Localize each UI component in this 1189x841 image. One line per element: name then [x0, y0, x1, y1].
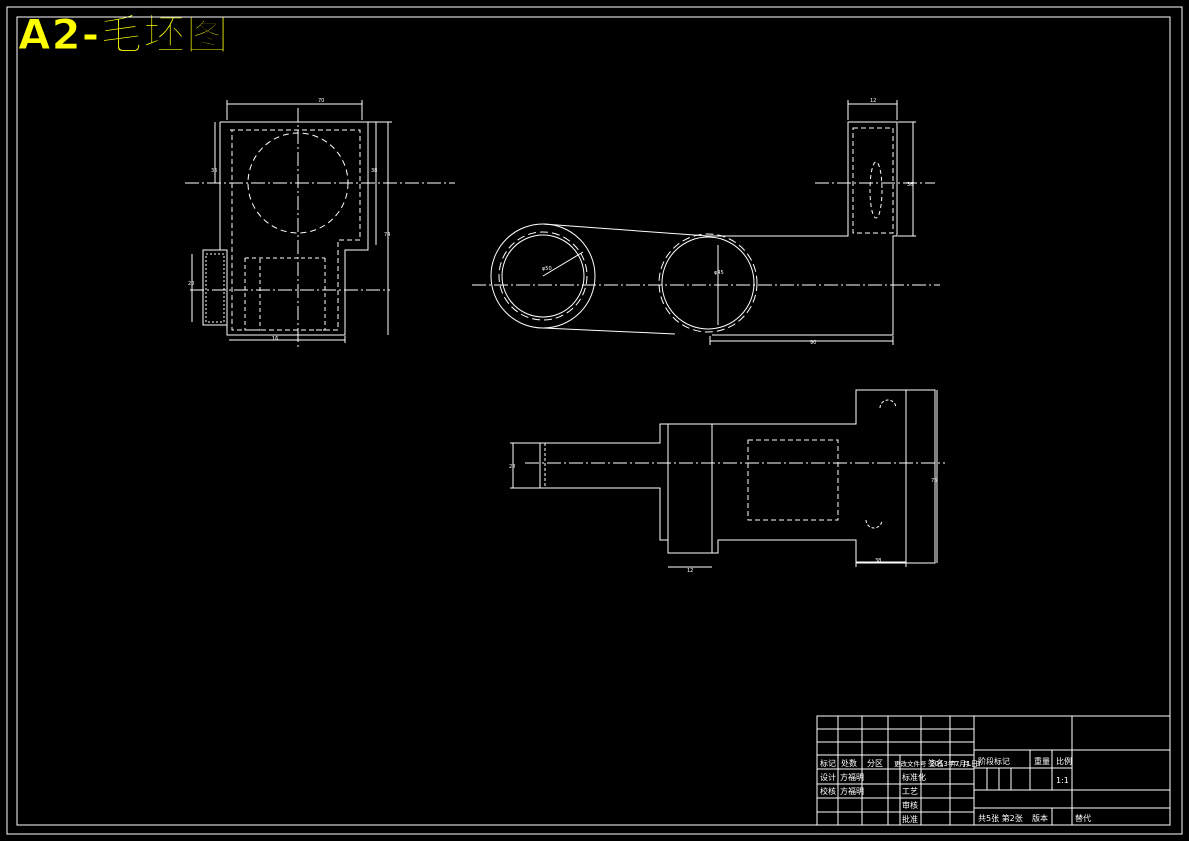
- tb-scale-value: 1:1: [1056, 776, 1069, 785]
- tb-replace: 替代: [1075, 813, 1091, 823]
- dim-38-side: 38: [875, 558, 881, 564]
- left-view-stub: [202, 249, 228, 326]
- tb-stage-mark: 阶段标记: [978, 756, 1010, 766]
- dim-20: 20: [188, 281, 194, 287]
- tb-zone: 分区: [867, 759, 883, 768]
- tb-designer: 方福明: [840, 772, 864, 782]
- side-view-pocket: [747, 439, 839, 521]
- dim-16: 16: [272, 336, 278, 342]
- tb-count: 处数: [841, 758, 857, 768]
- top-view: 12 φ50 φ45 36 90: [472, 98, 940, 346]
- dim-12-side: 12: [687, 568, 693, 574]
- dim-38: 38: [371, 168, 377, 174]
- title-block: 标记 处数 分区 更改文件号 签名 年、月、日 2013年7月1日 设计 方福明…: [816, 715, 1171, 826]
- arm-outline: [705, 121, 898, 336]
- right-boss-inner: [661, 236, 755, 330]
- side-view: 28 75 12 38: [509, 389, 945, 574]
- dim-36-top: 36: [907, 182, 913, 188]
- dim-phi50: φ50: [542, 266, 552, 272]
- dim-75: 75: [931, 478, 937, 484]
- tb-checker: 方福明: [840, 786, 864, 796]
- top-view-block-hidden: [852, 127, 894, 234]
- drawing-title: A2-毛坯图: [17, 10, 230, 59]
- tb-ymd: 年、月、日: [951, 760, 981, 768]
- dim-74: 74: [384, 232, 390, 238]
- inner-frame: [16, 16, 1171, 826]
- dim-phi45: φ45: [714, 270, 724, 276]
- tb-review: 审核: [902, 800, 918, 810]
- tb-date: 2013年7月1日: [930, 759, 978, 768]
- tb-sheets: 共5张 第2张: [978, 813, 1023, 823]
- tb-approve: 批准: [902, 814, 918, 824]
- tb-check: 校核: [820, 786, 836, 796]
- tb-scale: 比例: [1056, 756, 1072, 766]
- tb-signature: 签名: [928, 758, 944, 768]
- left-boss-inner: [501, 234, 585, 318]
- tb-version: 版本: [1032, 813, 1048, 823]
- tb-design: 设计: [820, 772, 836, 782]
- left-view-outline: [219, 121, 369, 336]
- tb-standardize: 标准化: [902, 772, 926, 782]
- left-view: 70 36 38 74 20 16: [185, 98, 455, 350]
- tb-weight: 重量: [1034, 756, 1050, 766]
- dim-12-top: 12: [870, 98, 876, 104]
- left-view-hidden: [230, 129, 361, 331]
- dim-90: 90: [810, 340, 816, 346]
- tb-mark: 标记: [820, 758, 836, 768]
- dim-36: 36: [211, 168, 217, 174]
- side-view-outline: [539, 389, 936, 564]
- dim-28: 28: [509, 464, 515, 470]
- outer-frame: [6, 6, 1183, 835]
- tb-process: 工艺: [902, 787, 918, 796]
- tb-change-doc: 更改文件号: [894, 759, 927, 768]
- dim-70: 70: [318, 98, 324, 104]
